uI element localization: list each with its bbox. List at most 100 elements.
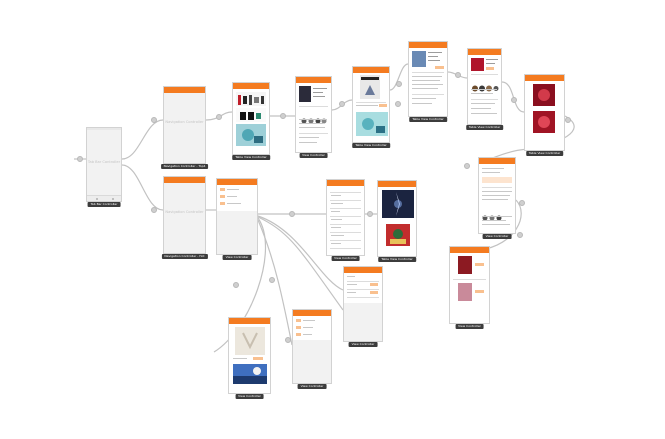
album-cover-image xyxy=(412,51,426,67)
action-button[interactable] xyxy=(370,283,378,286)
menu-icon[interactable] xyxy=(220,195,225,198)
separator xyxy=(412,94,444,95)
navigation-bar xyxy=(468,49,501,55)
menu-icon[interactable] xyxy=(220,202,225,205)
action-button[interactable] xyxy=(475,263,484,266)
text-line xyxy=(331,219,342,221)
text-line xyxy=(303,327,313,329)
device-frame xyxy=(449,246,490,324)
scene-view-main[interactable]: View Controller xyxy=(216,178,258,260)
device-frame xyxy=(467,48,502,125)
scene-view-a[interactable]: View Controller xyxy=(295,76,332,158)
segue-node[interactable] xyxy=(511,97,517,103)
scene-caption: View Controller xyxy=(299,153,328,158)
segue-node[interactable] xyxy=(455,72,461,78)
scene-placeholder-text: Tab Bar Controller xyxy=(87,160,121,165)
action-button[interactable] xyxy=(253,357,263,360)
text-line xyxy=(227,196,237,198)
text-line xyxy=(412,88,438,90)
segue-node[interactable] xyxy=(233,282,239,288)
scene-table-view-c[interactable]: Table View Controller xyxy=(408,41,448,122)
device-frame: Navigation Controller xyxy=(163,86,206,164)
device-frame xyxy=(524,74,565,151)
action-button[interactable] xyxy=(475,290,484,293)
device-frame xyxy=(232,82,270,155)
segue-node[interactable] xyxy=(517,232,523,238)
scene-table-view-e[interactable]: Table View Controller xyxy=(524,74,565,156)
separator xyxy=(330,216,361,217)
scene-caption: Tab Bar Controller xyxy=(87,202,121,207)
navigation-bar xyxy=(450,247,489,253)
scene-caption: Navigation Controller - Top4 xyxy=(160,164,209,169)
action-button[interactable] xyxy=(379,104,387,107)
scene-placeholder-text: Navigation Controller xyxy=(165,210,204,215)
tab-icon xyxy=(112,197,114,200)
segue-node[interactable] xyxy=(216,114,222,120)
separator xyxy=(330,232,361,233)
segue-node[interactable] xyxy=(565,117,571,123)
menu-icon[interactable] xyxy=(220,188,225,191)
album-cover-image xyxy=(533,84,555,106)
album-cover-image xyxy=(458,256,472,274)
scene-view-b[interactable]: View Controller xyxy=(478,157,516,239)
segue-node[interactable] xyxy=(269,277,275,283)
scene-caption: Table View Controller xyxy=(352,143,390,148)
scene-caption: Table View Controller xyxy=(525,151,564,156)
text-line xyxy=(331,203,343,205)
scene-view-f[interactable]: View Controller xyxy=(292,309,332,389)
segue-node[interactable] xyxy=(285,337,291,343)
device-frame xyxy=(228,317,271,394)
navigation-bar xyxy=(296,77,331,83)
scene-view-c[interactable]: View Controller xyxy=(449,246,490,329)
text-line xyxy=(331,235,344,237)
scene-view-d[interactable]: View Controller xyxy=(228,317,271,399)
segue-node[interactable] xyxy=(339,101,345,107)
separator xyxy=(330,200,361,201)
segue-node[interactable] xyxy=(289,211,295,217)
separator xyxy=(330,208,361,209)
scene-table-view-d[interactable]: Table View Controller xyxy=(465,48,504,130)
segue-node[interactable] xyxy=(151,117,157,123)
scene-tabbar-controller[interactable]: Tab Bar Controller Tab Bar Controller xyxy=(86,127,122,207)
segue-node[interactable] xyxy=(464,163,470,169)
text-line xyxy=(227,189,239,191)
action-button[interactable] xyxy=(435,66,444,69)
segue-node[interactable] xyxy=(367,211,373,217)
text-line xyxy=(303,334,312,336)
menu-list xyxy=(217,185,257,211)
text-line xyxy=(412,84,443,86)
separator xyxy=(299,106,328,107)
navigation-bar xyxy=(229,318,270,324)
segue-node[interactable] xyxy=(395,101,401,107)
separator xyxy=(356,102,386,103)
scene-navigation-controller-bottom[interactable]: Navigation Controller Navigation Control… xyxy=(161,176,208,259)
segue-node[interactable] xyxy=(280,113,286,119)
scene-view-e[interactable]: View Controller xyxy=(343,266,383,347)
segue-node[interactable] xyxy=(519,200,525,206)
device-frame xyxy=(377,180,417,257)
text-line xyxy=(347,276,355,278)
scene-navigation-controller-top[interactable]: Navigation Controller Navigation Control… xyxy=(160,86,209,169)
action-button[interactable] xyxy=(486,67,494,70)
text-line xyxy=(356,105,378,107)
scene-table-view-a[interactable]: Table View Controller xyxy=(232,82,270,160)
text-line xyxy=(428,52,442,54)
segue-node[interactable] xyxy=(151,207,157,213)
scene-view-list[interactable]: View Controller xyxy=(326,179,365,261)
text-line xyxy=(299,119,327,121)
text-line xyxy=(482,224,510,226)
text-line xyxy=(482,216,512,218)
menu-icon[interactable] xyxy=(296,319,301,322)
action-button[interactable] xyxy=(370,291,378,294)
audio-player[interactable] xyxy=(482,177,512,183)
text-line xyxy=(471,113,497,115)
scene-table-view-f[interactable]: Table View Controller xyxy=(377,180,417,262)
scene-table-view-b[interactable]: Table View Controller xyxy=(352,66,390,148)
segue-node[interactable] xyxy=(396,81,402,87)
menu-icon[interactable] xyxy=(296,333,301,336)
menu-icon[interactable] xyxy=(296,326,301,329)
device-frame xyxy=(216,178,258,255)
album-cover-image xyxy=(299,86,311,102)
separator xyxy=(347,297,379,298)
